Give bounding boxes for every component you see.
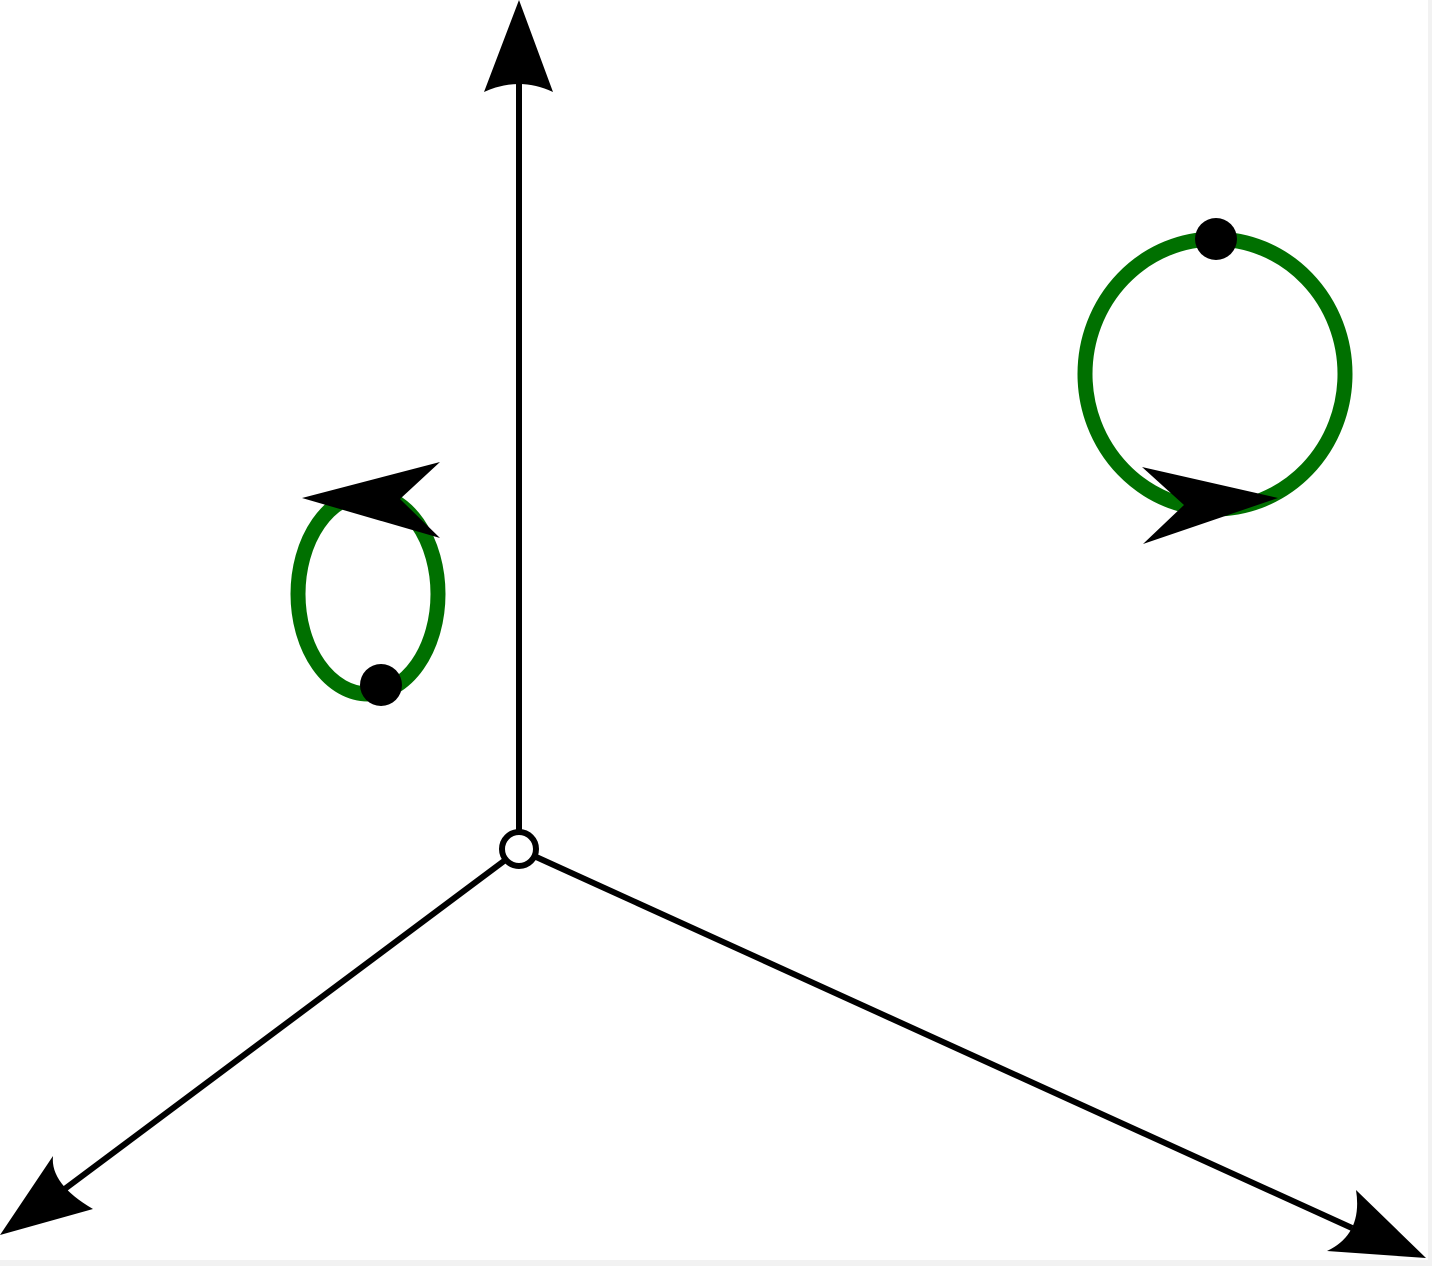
vertical-axis-arrowhead-icon xyxy=(484,0,553,92)
left-axis-line xyxy=(60,855,510,1194)
small-loop xyxy=(290,462,446,706)
right-axis-arrowhead-icon xyxy=(1327,1190,1426,1258)
large-loop xyxy=(1077,218,1353,544)
small-loop-arrowhead-icon xyxy=(302,462,440,538)
right-axis-line xyxy=(532,853,1354,1231)
right-edge-strip xyxy=(1428,0,1432,1266)
large-loop-arrowhead-icon xyxy=(1142,467,1278,544)
bottom-edge-strip xyxy=(0,1260,1432,1266)
origin-icon xyxy=(499,829,539,869)
left-axis-arrowhead-icon xyxy=(0,1156,93,1235)
large-loop-marker-icon xyxy=(1195,218,1237,260)
small-loop-marker-icon xyxy=(360,664,402,706)
large-loop-ring xyxy=(1077,231,1353,517)
